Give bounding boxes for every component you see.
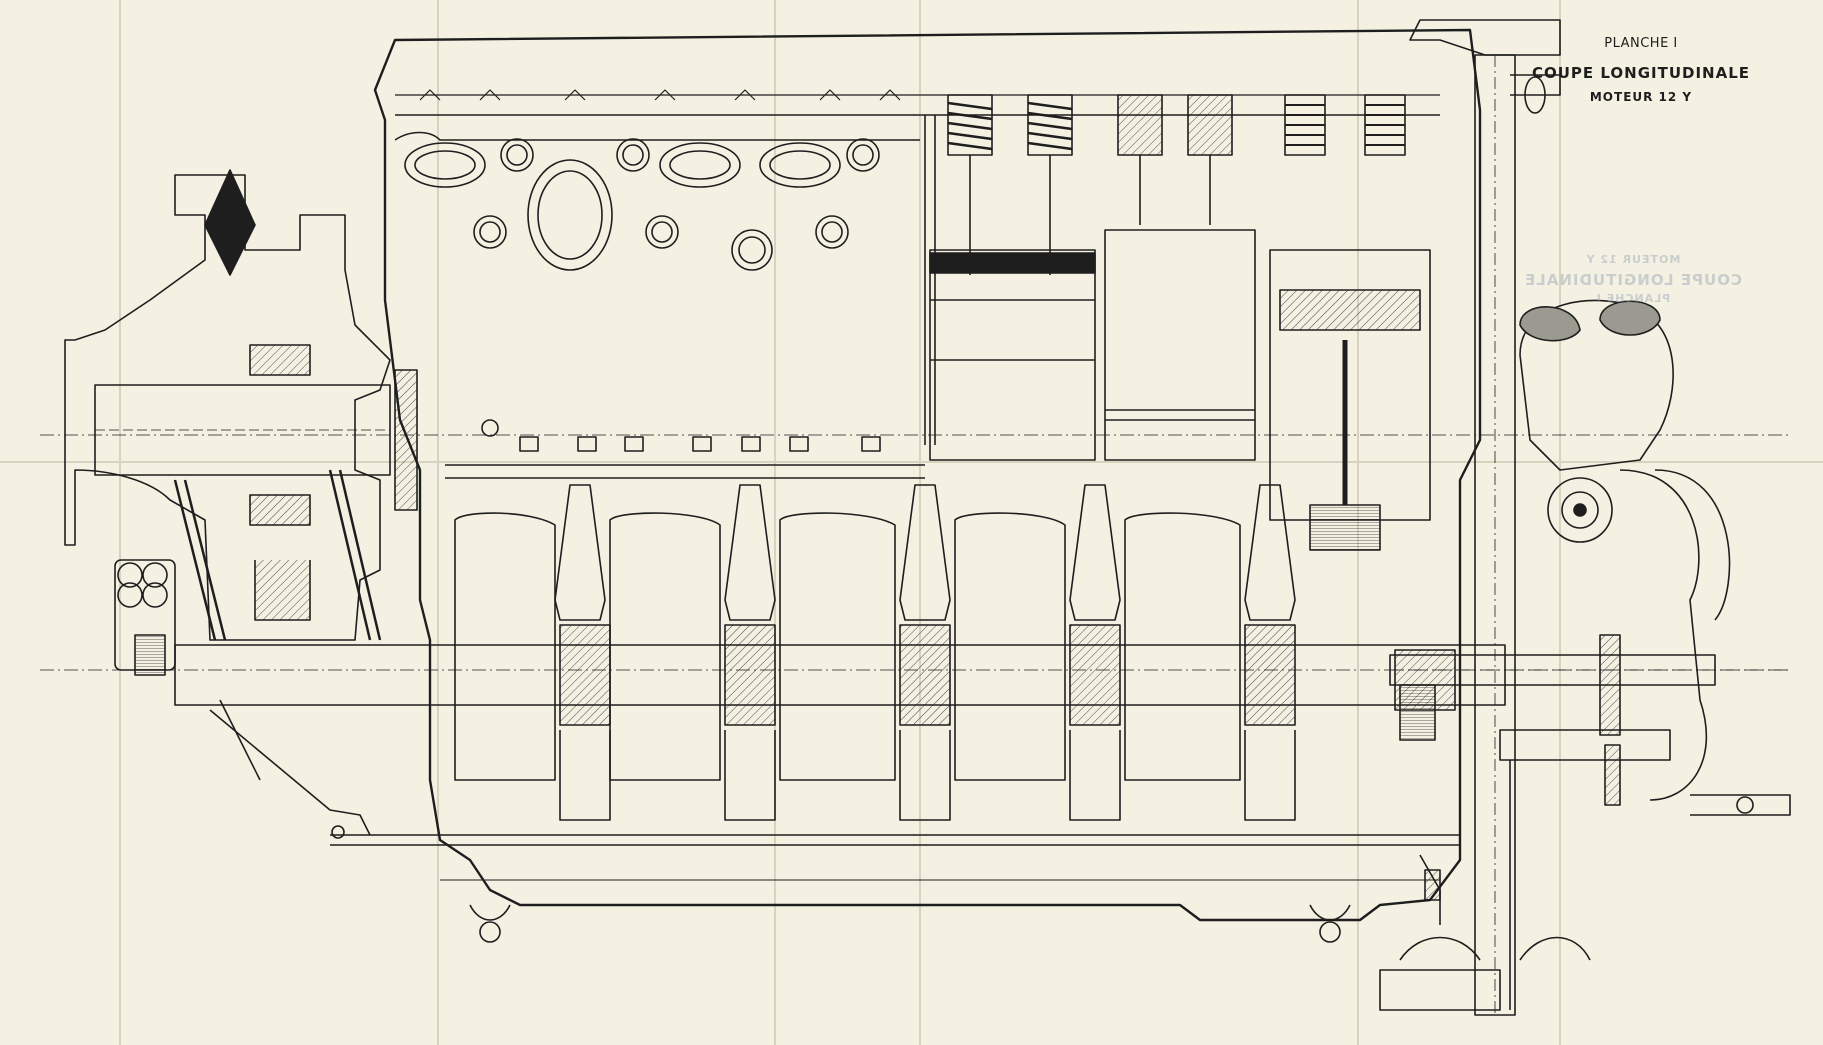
crankcase-outline — [373, 28, 1482, 922]
head-stud-row — [445, 436, 925, 479]
cylinder-head — [394, 94, 1440, 445]
intake-ports — [404, 138, 880, 437]
bleed-through-section-title: COUPE LONGITUDINALE — [1523, 270, 1743, 289]
bleed-through-plate-number: PLANCHE I — [1595, 292, 1671, 305]
main-bearings — [559, 730, 1296, 821]
plate-number: PLANCHE I — [1604, 36, 1678, 51]
front-accessory — [114, 559, 371, 839]
crankshaft — [174, 512, 1506, 781]
cylinder-barrels — [929, 229, 1431, 521]
section-title: COUPE LONGITUDINALE — [1531, 63, 1751, 82]
bleed-through-engine-name: MOTEUR 12 Y — [1585, 253, 1681, 266]
engine-name: MOTEUR 12 Y — [1589, 89, 1693, 104]
connecting-rods — [554, 484, 1381, 621]
bleed-through-title: MOTEUR 12 Y COUPE LONGITUDINALE PLANCHE … — [1513, 252, 1753, 308]
reduction-gear-housing — [64, 169, 418, 641]
valve-springs — [947, 94, 1406, 275]
supercharger-assembly — [1379, 19, 1791, 1016]
title-block: PLANCHE I COUPE LONGITUDINALE MOTEUR 12 … — [1521, 36, 1761, 104]
top-studs — [419, 89, 901, 101]
oil-sump — [330, 834, 1460, 943]
